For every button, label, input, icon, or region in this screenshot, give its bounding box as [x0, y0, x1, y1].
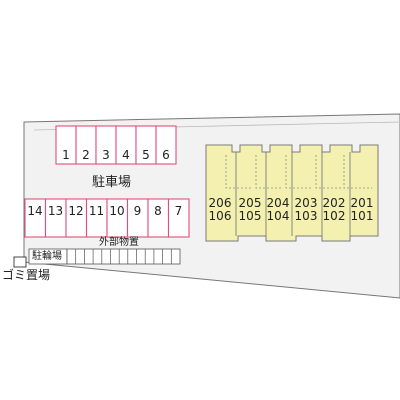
parking-space-number: 11 [88, 204, 105, 218]
trash-area-marker [13, 256, 27, 268]
parking-row-bottom [24, 198, 190, 238]
outdoor-storage-label: 外部物置 [99, 237, 139, 248]
outdoor-storage [28, 248, 181, 265]
balcony-outline [315, 155, 342, 189]
apartment-building [205, 144, 379, 242]
trash-area-label: ゴミ置場 [2, 268, 51, 282]
unit-number: 105 [238, 209, 262, 223]
parking-space-number: 10 [109, 204, 125, 218]
balcony-outline [285, 155, 312, 189]
balcony-outline [225, 155, 252, 189]
parking-space-number: 9 [133, 204, 142, 218]
unit-number: 106 [208, 209, 232, 223]
parking-space-number: 2 [82, 148, 90, 162]
parking-space-number: 7 [174, 204, 183, 218]
parking-space-number: 8 [154, 204, 162, 218]
parking-space-number: 1 [62, 148, 70, 162]
parking-label: 駐車場 [92, 175, 132, 190]
parking-row-top [55, 125, 177, 165]
parking-space-number: 6 [162, 148, 170, 162]
parking-space [167, 198, 190, 238]
unit-number: 203 [294, 196, 318, 210]
unit-number: 104 [266, 209, 290, 223]
bicycle-parking-label: 駐輪場 [32, 251, 62, 262]
parking-space-number: 5 [142, 148, 150, 162]
unit-number: 101 [350, 209, 374, 223]
parking-space [155, 125, 177, 165]
balcony-marks [225, 155, 372, 189]
unit-dividers [235, 152, 351, 236]
parking-space-number: 13 [47, 204, 64, 218]
balcony-outline [343, 155, 372, 189]
unit-number: 202 [322, 196, 346, 210]
balcony-outline [255, 155, 282, 189]
parking-space-number: 12 [68, 204, 84, 218]
unit-number: 206 [208, 196, 232, 210]
parking-space-number: 3 [102, 148, 110, 162]
parking-space-number: 4 [122, 148, 130, 162]
unit-number: 102 [322, 209, 346, 223]
parking-space-number: 14 [27, 204, 43, 218]
unit-number: 201 [350, 196, 374, 210]
unit-number: 204 [266, 196, 290, 210]
storage-box [66, 248, 181, 265]
unit-number: 205 [238, 196, 262, 210]
unit-number: 103 [294, 209, 318, 223]
